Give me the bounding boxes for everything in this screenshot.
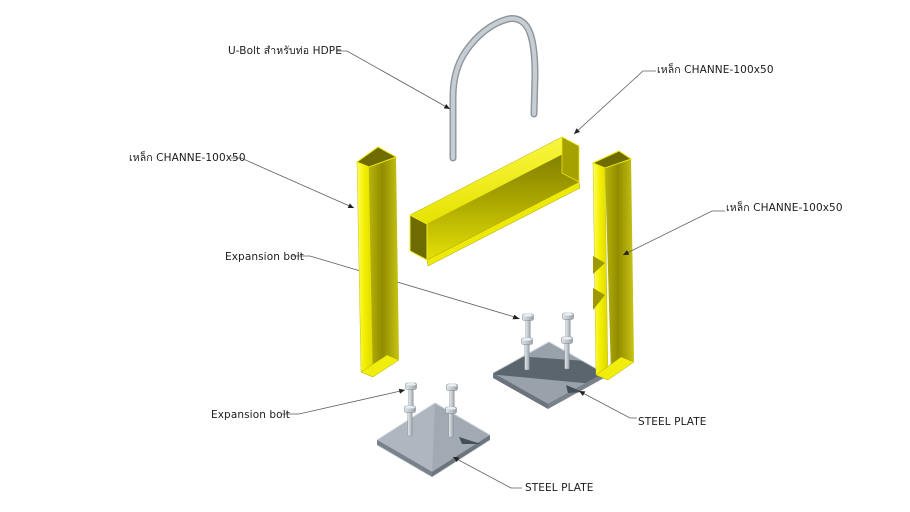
bolt xyxy=(562,312,574,341)
leader-expansion-bolt-lower xyxy=(282,388,406,415)
leader-expansion-bolt-upper xyxy=(291,255,519,319)
leader-channel-right xyxy=(622,210,725,256)
bolt xyxy=(445,406,457,438)
leader-channel-top xyxy=(573,70,656,135)
u-bolt-shape xyxy=(449,15,539,162)
bolt xyxy=(522,313,534,342)
horizontal-channel-shape xyxy=(409,136,581,267)
arrowhead-expansion-upper xyxy=(512,314,520,320)
left-channel-shape xyxy=(355,146,400,378)
bolt xyxy=(404,405,416,437)
leader-u-bolt xyxy=(337,50,451,110)
leader-channel-left xyxy=(231,157,355,209)
label-channel-left: เหล็ก CHANNE-100x50 xyxy=(129,152,246,164)
label-channel-top: เหล็ก CHANNE-100x50 xyxy=(657,64,774,76)
expansion-bolts-bottom-group xyxy=(404,382,458,438)
leader-steel-plate-bottom xyxy=(452,456,522,489)
steel-plate-right-shape xyxy=(492,341,605,409)
right-channel-shape xyxy=(591,150,635,381)
leader-lines xyxy=(231,50,725,489)
steel-plate-bottom-shape xyxy=(376,402,491,478)
leader-steel-plate-right xyxy=(578,390,637,419)
bolt xyxy=(561,336,573,370)
label-steel-plate-bottom: STEEL PLATE xyxy=(525,482,594,494)
bolt xyxy=(521,337,533,371)
label-expansion-bolt-lower: Expansion bolt xyxy=(211,409,290,421)
expansion-bolts-right-group xyxy=(521,312,574,371)
label-steel-plate-right: STEEL PLATE xyxy=(638,416,707,428)
label-channel-right: เหล็ก CHANNE-100x50 xyxy=(726,202,843,214)
label-u-bolt: U-Bolt สำหรับท่อ HDPE xyxy=(228,45,342,57)
label-expansion-bolt-upper: Expansion bolt xyxy=(225,251,304,263)
